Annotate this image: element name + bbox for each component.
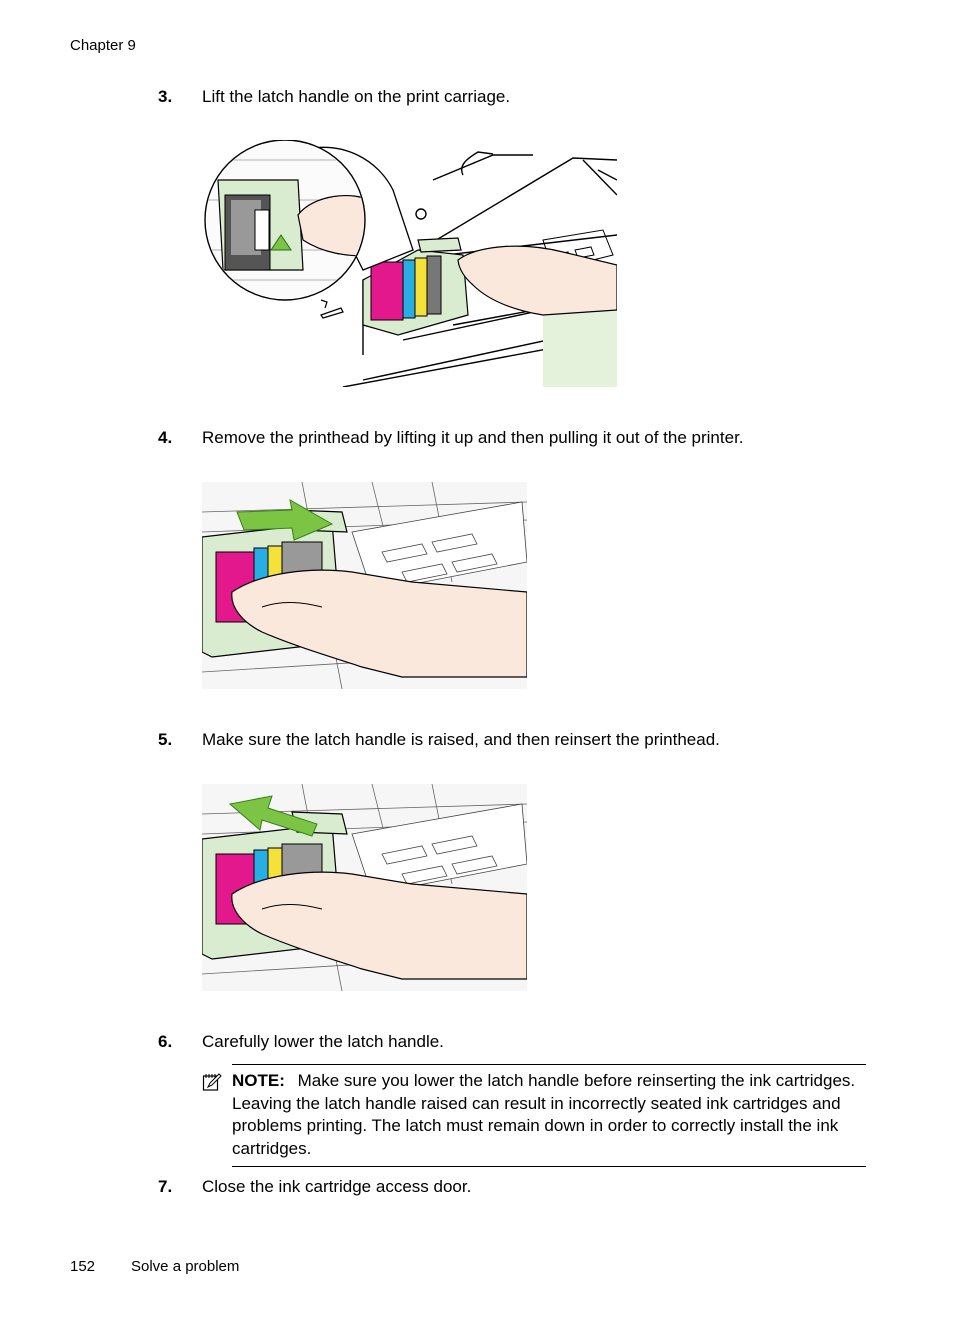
step-number-6: 6. xyxy=(158,1032,173,1051)
note-bottom-rule xyxy=(232,1166,866,1167)
footer-page-number: 152 xyxy=(70,1258,96,1275)
note-text: Make sure you lower the latch handle bef… xyxy=(232,1071,856,1158)
note-label: NOTE: xyxy=(232,1071,285,1090)
step-text-3: Lift the latch handle on the print carri… xyxy=(202,87,511,106)
step-number-4: 4. xyxy=(158,428,173,447)
step-number-5: 5. xyxy=(158,730,173,749)
illustration-remove-printhead xyxy=(202,482,527,689)
step-text-7: Close the ink cartridge access door. xyxy=(202,1177,472,1196)
chapter-header: Chapter 9 xyxy=(70,37,136,54)
step-text-4: Remove the printhead by lifting it up an… xyxy=(202,428,744,447)
illustration-reinsert-printhead xyxy=(202,784,527,991)
step-text-6: Carefully lower the latch handle. xyxy=(202,1032,444,1051)
step-text-5: Make sure the latch handle is raised, an… xyxy=(202,730,720,749)
step-number-7: 7. xyxy=(158,1177,173,1196)
footer-section-title: Solve a problem xyxy=(131,1258,240,1275)
note-body: NOTE: Make sure you lower the latch hand… xyxy=(232,1070,866,1160)
note-top-rule xyxy=(232,1064,866,1065)
step-number-3: 3. xyxy=(158,87,173,106)
note-pencil-icon xyxy=(202,1073,222,1091)
illustration-lift-latch xyxy=(204,140,617,387)
